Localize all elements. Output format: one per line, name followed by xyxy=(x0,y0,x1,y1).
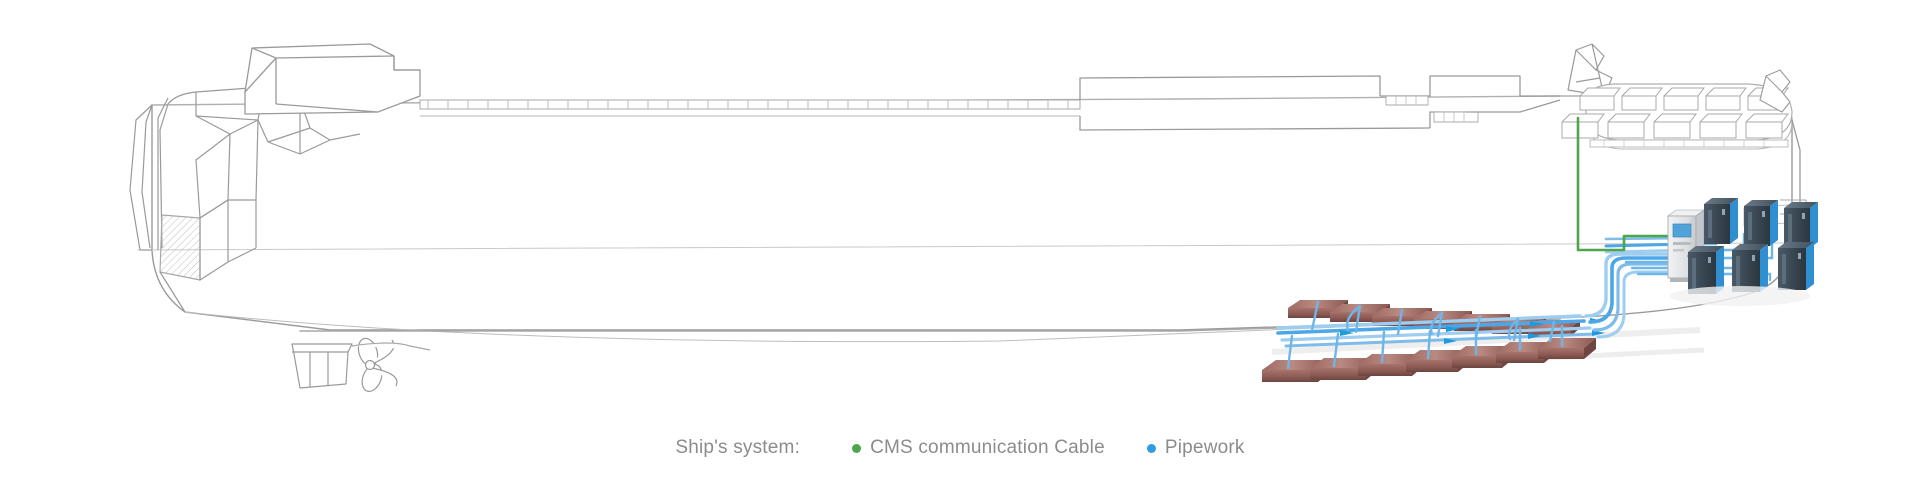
equipment-floor-shadow xyxy=(1670,286,1810,306)
treatment-unit-group xyxy=(1688,198,1818,294)
rudder xyxy=(291,343,353,389)
ballast-tank xyxy=(1538,338,1596,359)
treatment-unit-cabinet xyxy=(1778,242,1814,290)
hull-outline xyxy=(137,91,1793,343)
ship-diagram-svg xyxy=(129,43,1818,393)
main-deck-railing xyxy=(419,99,1081,117)
legend-item-pipework[interactable]: Pipework xyxy=(1146,437,1245,459)
deck-step-profile xyxy=(1079,75,1561,131)
stern-deck-assembly xyxy=(1561,69,1793,150)
cms-communication-cable xyxy=(1576,116,1674,252)
superstructure-block xyxy=(244,43,421,115)
propulsion-assembly xyxy=(291,337,431,393)
deck-container-row-upper xyxy=(1579,87,1789,111)
legend: Ship's system: CMS communication Cable P… xyxy=(0,424,1920,472)
deck-container-row-lower xyxy=(1561,113,1789,139)
legend-item-cms-communication-cable[interactable]: CMS communication Cable xyxy=(852,437,1105,459)
flow-arrow-icon xyxy=(1340,318,1605,344)
ballast-tank-row-lower xyxy=(1262,338,1596,382)
legend-item-label: Pipework xyxy=(1164,437,1245,458)
treatment-unit-cabinet xyxy=(1744,200,1778,246)
treatment-unit-cabinet xyxy=(1784,202,1818,248)
treatment-unit-cabinet xyxy=(1704,198,1738,244)
legend-title: Ship's system: xyxy=(675,437,801,458)
legend-dot-icon xyxy=(1146,443,1156,453)
legend-dot-icon xyxy=(852,443,862,453)
treatment-unit-cabinet xyxy=(1732,244,1768,292)
stern-plating-detail xyxy=(129,87,361,313)
legend-item-label: CMS communication Cable xyxy=(870,437,1105,458)
aft-mast xyxy=(1759,69,1791,113)
